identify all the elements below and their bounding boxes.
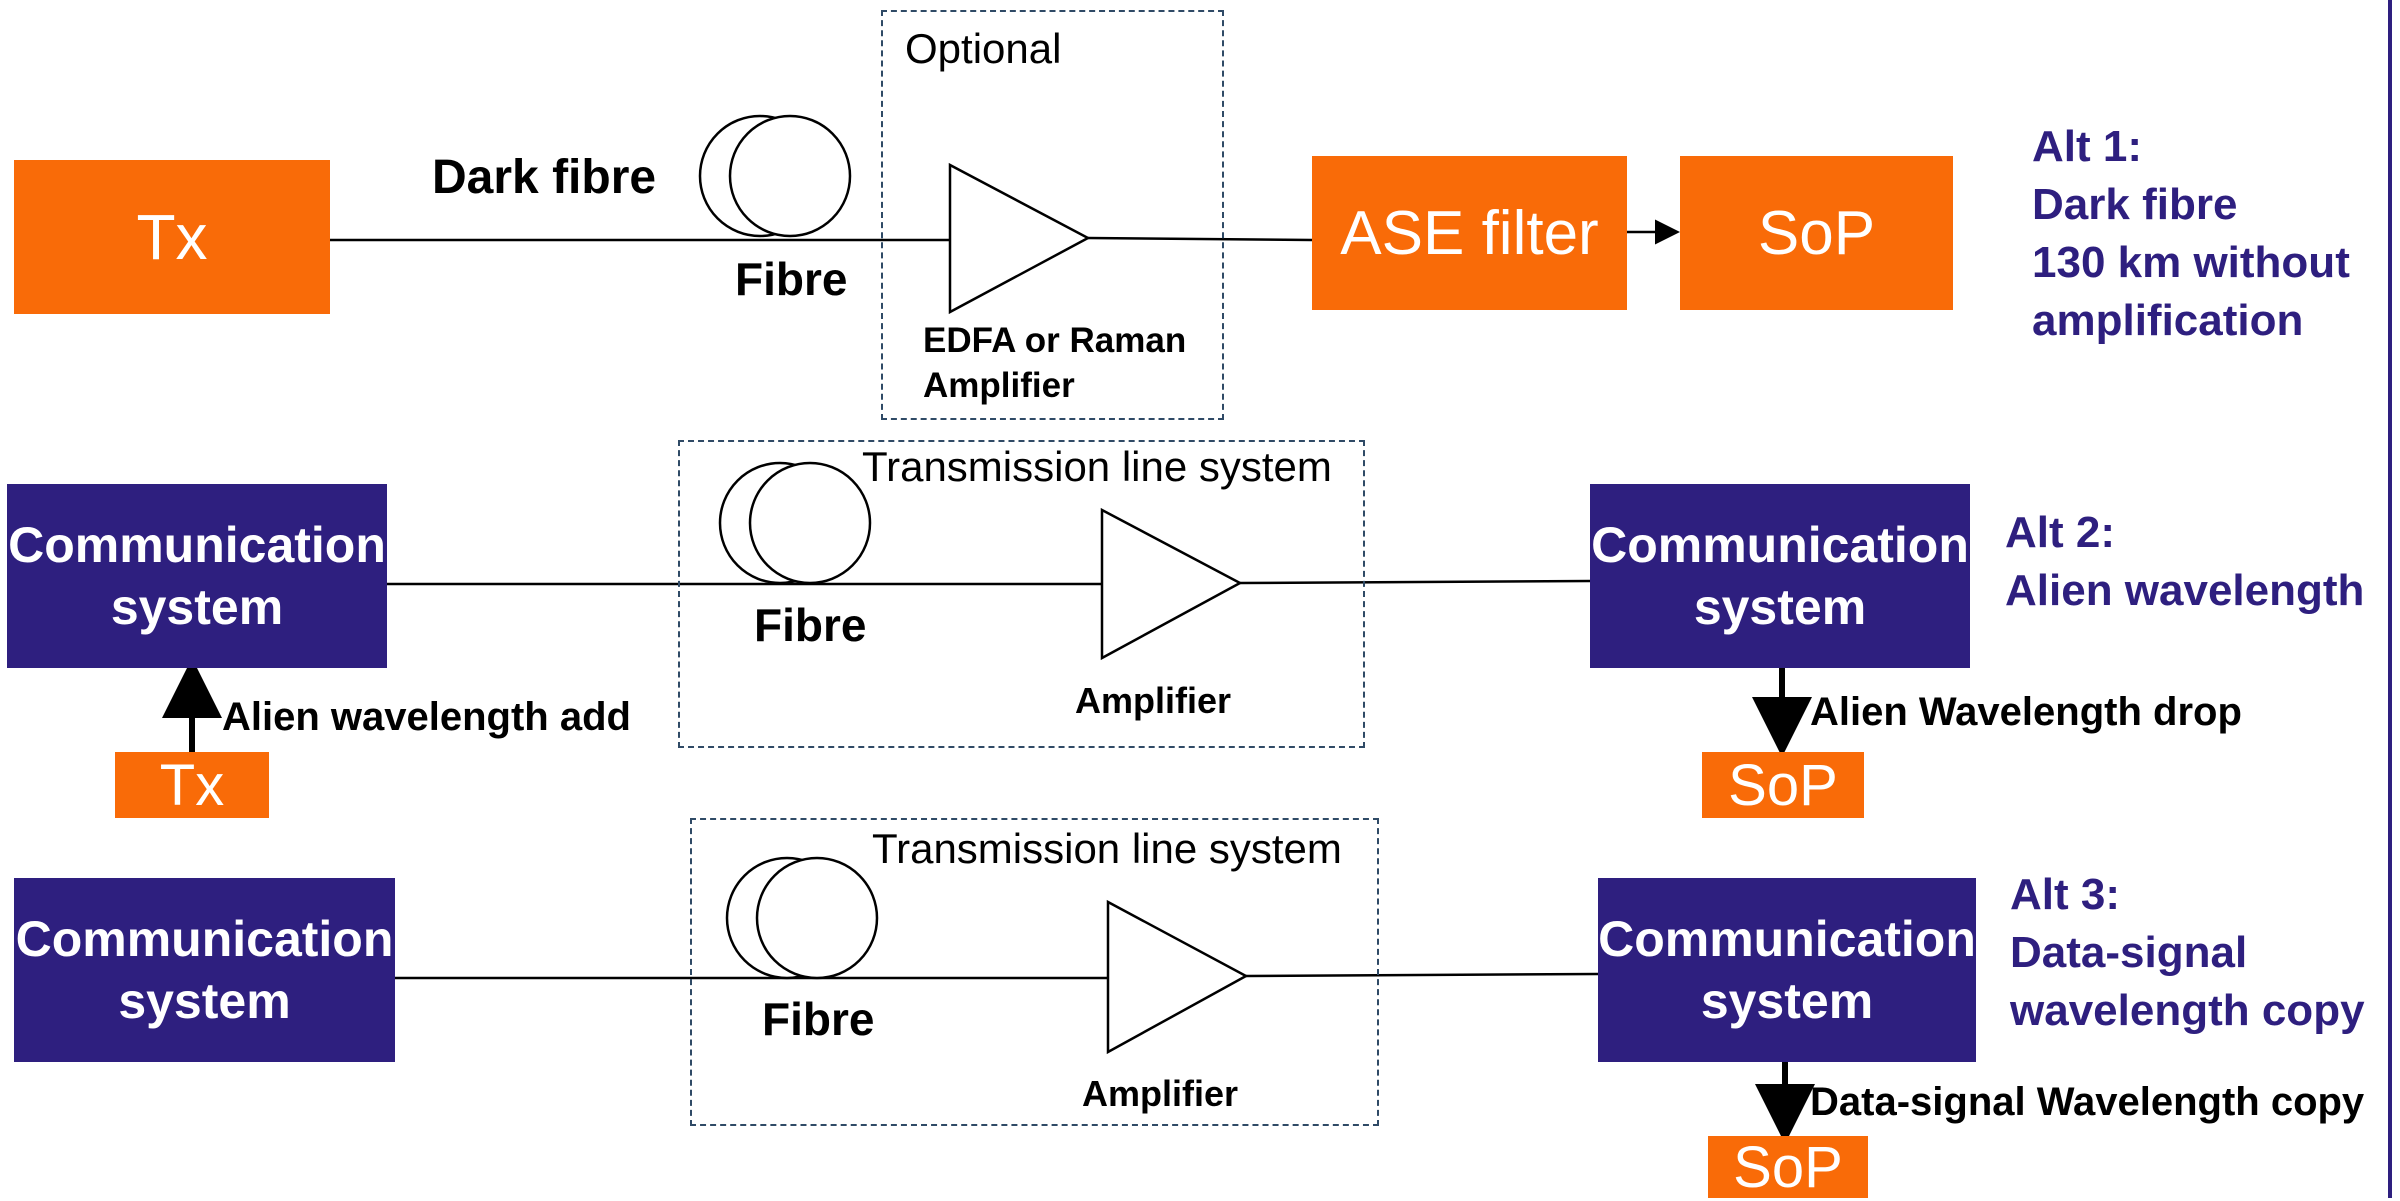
alt3-comm-system-left: Communication system bbox=[14, 878, 395, 1062]
alt1-fibre-label: Fibre bbox=[735, 253, 848, 305]
alt3-copy-label: Data-signal Wavelength copy bbox=[1810, 1080, 2365, 1124]
alt1-dark-fibre-label: Dark fibre bbox=[432, 151, 657, 204]
alt3-line-amp-comm bbox=[1245, 972, 1599, 978]
alt1-optional-region bbox=[881, 10, 1224, 420]
alt1-sop-label: SoP bbox=[1757, 198, 1876, 268]
alt1-amplifier-triangle bbox=[948, 162, 1091, 315]
alt1-ase-filter-box: ASE filter bbox=[1312, 156, 1627, 310]
alt2-tx-box: Tx bbox=[115, 752, 269, 818]
alt2-amplifier-triangle bbox=[1100, 507, 1243, 661]
alt1-line-amp-filter bbox=[1087, 236, 1313, 242]
alt3-sop-box: SoP bbox=[1708, 1134, 1868, 1200]
alt3-tls-label: Transmission line system bbox=[872, 825, 1342, 872]
alt3-title: Alt 3: Data-signal wavelength copy bbox=[2010, 870, 2365, 1035]
alt2-comm-system-right: Communication system bbox=[1590, 484, 1970, 668]
alt2-add-label: Alien wavelength add bbox=[222, 695, 631, 739]
alt1-sop-box: SoP bbox=[1680, 156, 1953, 310]
alt2-line-amp-comm bbox=[1239, 579, 1591, 585]
alt2-fibre-spool-front bbox=[748, 461, 872, 585]
alt3-amplifier-label: Amplifier bbox=[1082, 1073, 1239, 1114]
alt2-sop-label: SoP bbox=[1728, 752, 1838, 818]
alt2-transmission-line-region bbox=[678, 440, 1365, 748]
alt1-optional-label: Optional bbox=[905, 25, 1062, 72]
alt2-tx-label: Tx bbox=[159, 752, 225, 818]
alt3-comm-system-right: Communication system bbox=[1598, 878, 1976, 1062]
alt1-tx-box: Tx bbox=[14, 160, 330, 314]
alt3-fibre-label: Fibre bbox=[762, 993, 875, 1045]
alt1-amplifier-label: EDFA or Raman Amplifier bbox=[923, 321, 1187, 405]
alt2-drop-label: Alien Wavelength drop bbox=[1810, 690, 2242, 734]
alt2-sop-box: SoP bbox=[1702, 752, 1864, 818]
alt3-amplifier-triangle bbox=[1106, 899, 1249, 1055]
alt2-title: Alt 2: Alien wavelength bbox=[2005, 508, 2365, 615]
alt1-fibre-spool-front bbox=[728, 114, 852, 238]
alt3-fibre-spool-front bbox=[755, 856, 879, 980]
alt2-tls-label: Transmission line system bbox=[862, 443, 1332, 490]
alt3-transmission-line-region bbox=[690, 818, 1379, 1126]
alt3-sop-label: SoP bbox=[1733, 1134, 1843, 1200]
alt2-fibre-label: Fibre bbox=[754, 599, 867, 651]
alt1-tx-label: Tx bbox=[136, 201, 208, 273]
alt1-title: Alt 1: Dark fibre 130 km without amplifi… bbox=[2032, 122, 2350, 345]
alt1-ase-filter-label: ASE filter bbox=[1340, 198, 1599, 268]
alt2-amplifier-label: Amplifier bbox=[1075, 680, 1232, 721]
alt2-comm-system-left: Communication system bbox=[7, 484, 387, 668]
